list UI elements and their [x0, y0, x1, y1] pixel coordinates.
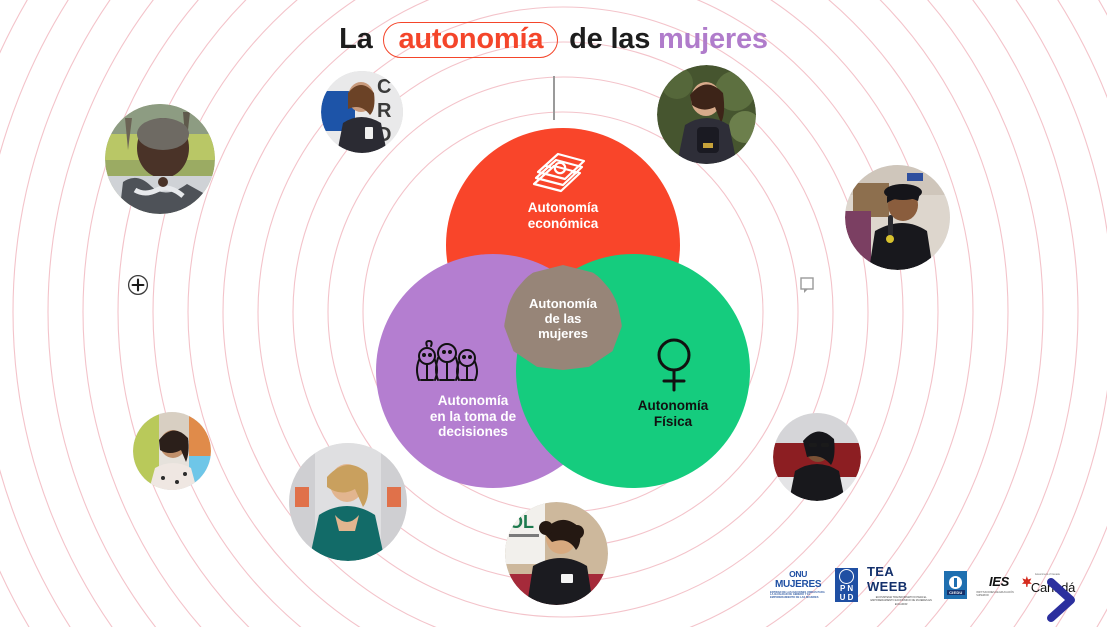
comment-icon[interactable]: [800, 277, 815, 294]
venn-label-economic: Autonomía económica: [527, 200, 599, 231]
photo-woman-8[interactable]: [773, 413, 861, 501]
photo-woman-4[interactable]: [845, 165, 950, 270]
title-word-la: La: [339, 23, 373, 55]
venn-label-center: Autonomía de las mujeres: [529, 296, 597, 342]
svg-text:C: C: [377, 76, 391, 98]
venn-label-decisions: Autonomía en la toma de decisiones: [429, 393, 517, 440]
money-stack-icon: [532, 152, 586, 193]
page-title: La autonomía de las mujeres: [0, 22, 1107, 59]
logo-ies: IES INSTITUCIONES DE EDUCACIÓN SUPERIOR: [976, 572, 1022, 598]
venn-label-physical: Autonomía Física: [637, 398, 709, 429]
venn-center-overlap[interactable]: [504, 265, 622, 370]
chevron-right-icon[interactable]: [1044, 578, 1078, 622]
logo-tea-weeb: TEA WEEB ECOSISTEMA TRANSFORMATIVO PARA …: [867, 564, 935, 606]
photo-woman-7-image: OL: [505, 502, 608, 605]
title-word-mujeres: mujeres: [658, 23, 768, 55]
logo-ies-line1: IES: [989, 573, 1010, 589]
photo-woman-8-image: [773, 413, 861, 501]
plus-circle-icon[interactable]: [127, 274, 149, 296]
photo-woman-2-image: C R D: [321, 71, 403, 153]
oeo-emblem-icon: [949, 575, 963, 589]
title-highlight-autonomia: autonomía: [383, 22, 559, 59]
un-emblem-icon: [839, 569, 855, 585]
logo-pnud-line2: U D: [839, 592, 854, 602]
text-cursor: [553, 76, 555, 120]
canada-maple-leaf-icon: [1021, 576, 1032, 587]
logo-tea-line2: ECOSISTEMA TRANSFORMATIVO PARA EL EMPODE…: [870, 595, 932, 606]
photo-woman-7[interactable]: OL: [505, 502, 608, 605]
venus-symbol-icon: [657, 338, 691, 392]
photo-woman-5-image: [133, 412, 211, 490]
photo-woman-3-image: [657, 65, 756, 164]
logo-onu-line1: ONU: [789, 569, 808, 580]
logo-onu-line3: ENTIDAD DE LAS NACIONES UNIDAS PARA LA I…: [770, 590, 825, 600]
svg-text:R: R: [377, 100, 392, 122]
photo-woman-1[interactable]: [105, 104, 215, 214]
partner-logo-bar: ONU MUJERES ENTIDAD DE LAS NACIONES UNID…: [770, 564, 1080, 606]
logo-oeo-label: CIEDU: [947, 589, 965, 595]
photo-woman-3[interactable]: [657, 65, 756, 164]
logo-tea-line1: TEA WEEB: [866, 563, 908, 594]
logo-ies-line2: INSTITUCIONES DE EDUCACIÓN SUPERIOR: [976, 590, 1014, 597]
photo-woman-2[interactable]: C R D: [321, 71, 403, 153]
logo-oeo-ciedu: CIEDU: [944, 571, 968, 599]
three-women-icon: [416, 340, 478, 381]
venn-diagram: Autonomía económica Autonomía en la toma…: [376, 128, 750, 488]
photo-woman-4-image: [845, 165, 950, 270]
logo-canada-tiny: Government of Canada: [1034, 573, 1060, 576]
logo-pnud: P N U D: [835, 568, 858, 602]
logo-onu-line2: MUJERES: [774, 578, 822, 590]
photo-woman-5[interactable]: [133, 412, 211, 490]
svg-text:OL: OL: [509, 512, 534, 532]
photo-woman-1-image: [105, 104, 215, 214]
logo-pnud-line1: P N: [839, 584, 854, 594]
logo-onu-mujeres: ONU MUJERES ENTIDAD DE LAS NACIONES UNID…: [770, 569, 826, 600]
title-word-de-las: de las: [569, 23, 651, 55]
